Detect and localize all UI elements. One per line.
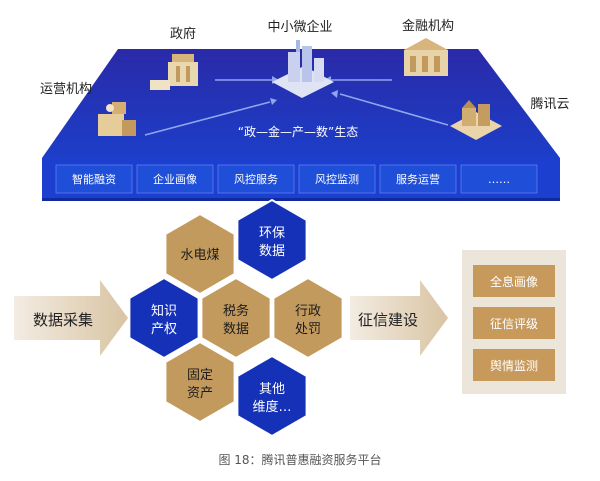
service-label: 风控监测 xyxy=(315,172,359,186)
hexagon-blue xyxy=(236,354,308,438)
hexagon-label: 知识 xyxy=(151,303,177,319)
service-box xyxy=(379,164,457,194)
hexagon-blue xyxy=(236,198,308,282)
output-label: 全息画像 xyxy=(490,274,538,289)
platform-bottom-edge xyxy=(42,198,560,201)
hexagon-label: 资产 xyxy=(187,386,213,401)
output-label: 舆情监测 xyxy=(490,358,538,373)
figure-caption: 图 18：腾讯普惠融资服务平台 xyxy=(218,452,381,467)
actor-sme-label: 中小微企业 xyxy=(267,19,332,35)
hexagon-gold xyxy=(164,212,236,296)
credit-building-arrow xyxy=(350,280,448,356)
hexagon-gold xyxy=(272,276,344,360)
hexagon-label: 环保 xyxy=(259,226,285,241)
hexagon-label: 其他 xyxy=(259,382,285,397)
hexagon-label: 税务 xyxy=(223,303,249,319)
output-box xyxy=(473,265,555,297)
service-box xyxy=(217,164,295,194)
hexagon-label: 行政 xyxy=(295,304,321,319)
service-label: …… xyxy=(488,173,510,186)
actor-tencent-label: 腾讯云 xyxy=(530,96,569,112)
service-label: 风控服务 xyxy=(234,172,278,186)
hexagon-label: 维度… xyxy=(252,399,291,415)
service-box xyxy=(298,164,376,194)
data-dimension-hexagons: 水电煤环保数据知识产权税务数据行政处罚固定资产其他维度… xyxy=(128,198,344,438)
actor-operator-label: 运营机构 xyxy=(40,82,92,97)
output-box xyxy=(473,307,555,339)
service-label: 企业画像 xyxy=(153,172,197,186)
sme-building-icon xyxy=(272,40,334,98)
hexagon-gold xyxy=(200,276,272,360)
finance-building-icon xyxy=(404,38,448,76)
hexagon-label: 数据 xyxy=(223,322,249,337)
tencent-cloud-icon xyxy=(450,100,502,140)
operator-building-icon xyxy=(98,102,136,136)
connection-arrows xyxy=(144,76,449,136)
service-box xyxy=(55,164,133,194)
hexagon-blue xyxy=(128,276,200,360)
service-box xyxy=(136,164,214,194)
service-label: 服务运营 xyxy=(396,172,440,186)
data-collection-label: 数据采集 xyxy=(33,311,93,329)
hexagon-label: 数据 xyxy=(259,244,285,259)
hexagon-label: 产权 xyxy=(151,321,177,337)
output-label: 征信评级 xyxy=(490,317,538,331)
credit-building-label: 征信建设 xyxy=(358,311,418,329)
service-label: 智能融资 xyxy=(72,172,116,186)
hexagon-label: 处罚 xyxy=(295,322,321,337)
hexagon-label: 固定 xyxy=(187,368,213,383)
gov-building-icon xyxy=(150,54,198,90)
service-box xyxy=(460,164,538,194)
actor-gov-label: 政府 xyxy=(170,27,196,42)
actor-finance-label: 金融机构 xyxy=(402,18,454,34)
service-row: 智能融资 企业画像 风控服务 风控监测 服务运营 …… xyxy=(55,164,538,194)
output-box xyxy=(473,349,555,381)
hexagon-label: 水电煤 xyxy=(180,248,219,263)
hexagon-gold xyxy=(164,340,236,424)
ecosystem-label: “政—金—产—数”生态 xyxy=(238,124,358,139)
data-collection-arrow xyxy=(14,280,128,356)
